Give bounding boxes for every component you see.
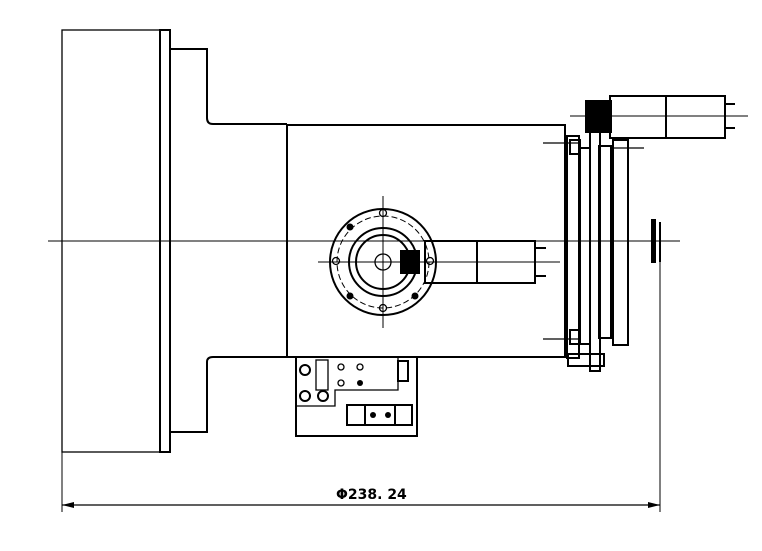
- left-disc: [61, 29, 287, 453]
- main-housing: [286, 124, 566, 358]
- side-motor: [400, 240, 546, 284]
- right-plates: [543, 104, 644, 372]
- diameter-label: Φ238. 24: [336, 487, 407, 503]
- round-flange: [318, 196, 560, 328]
- terminal-block: [295, 356, 418, 437]
- top-motor: [570, 95, 748, 139]
- edge-marker: [651, 219, 661, 263]
- diameter-dimension: [61, 262, 661, 512]
